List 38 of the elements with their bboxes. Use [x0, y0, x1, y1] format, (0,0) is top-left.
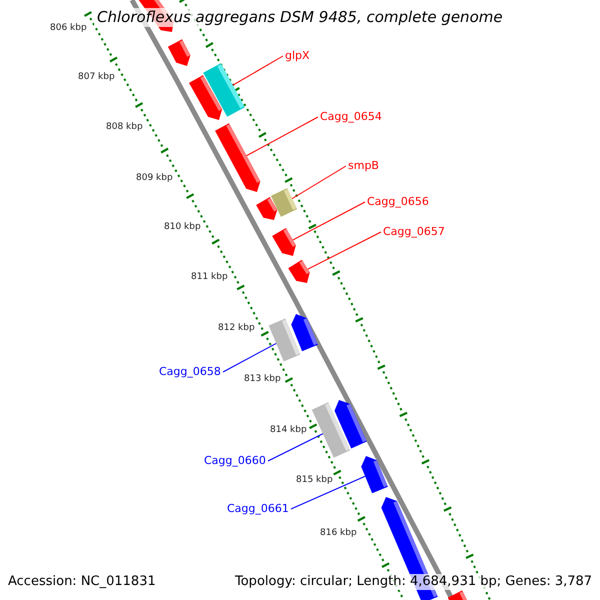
gene-label: Cagg_0661	[227, 503, 289, 516]
scale-label: 814 kbp	[270, 426, 307, 436]
gene-label: smpB	[348, 160, 379, 172]
scale-label: 807 kbp	[78, 73, 115, 83]
directional-gene-block	[256, 197, 278, 220]
directional-gene-block	[448, 590, 468, 600]
leader-line	[222, 342, 277, 372]
accession-text: Accession: NC_011831	[6, 574, 158, 590]
scale-label: 816 kbp	[320, 529, 357, 539]
gene-label: Cagg_0660	[204, 455, 266, 468]
directional-gene-block	[361, 456, 388, 494]
leader-line	[292, 166, 346, 200]
gene-label: Cagg_0658	[159, 366, 221, 378]
leader-line	[268, 433, 324, 462]
gene-label: glpX	[285, 50, 310, 62]
leader-line	[292, 202, 366, 240]
leader-line	[232, 56, 284, 86]
leader-line	[290, 476, 366, 510]
directional-gene-block	[288, 260, 310, 283]
leader-line	[307, 232, 382, 270]
directional-gene-block	[168, 39, 190, 66]
scale-label: 811 kbp	[191, 273, 228, 283]
leader-line	[246, 116, 318, 156]
gene-label: Cagg_0654	[320, 111, 382, 124]
gene-label: Cagg_0657	[383, 226, 445, 238]
directional-gene-block	[272, 228, 296, 256]
gene-label: Cagg_0656	[367, 196, 429, 208]
scale-label: 810 kbp	[164, 223, 201, 233]
scale-label: 806 kbp	[50, 24, 87, 34]
directional-gene-block	[189, 75, 222, 120]
scale-label: 815 kbp	[296, 476, 333, 486]
scale-label: 809 kbp	[136, 174, 173, 184]
gene-box	[312, 402, 350, 458]
scale-label: 813 kbp	[244, 375, 281, 385]
scale-label: 808 kbp	[106, 123, 143, 133]
scale-label: 812 kbp	[218, 324, 255, 334]
directional-gene-block	[215, 123, 260, 192]
gene-box	[268, 318, 300, 362]
